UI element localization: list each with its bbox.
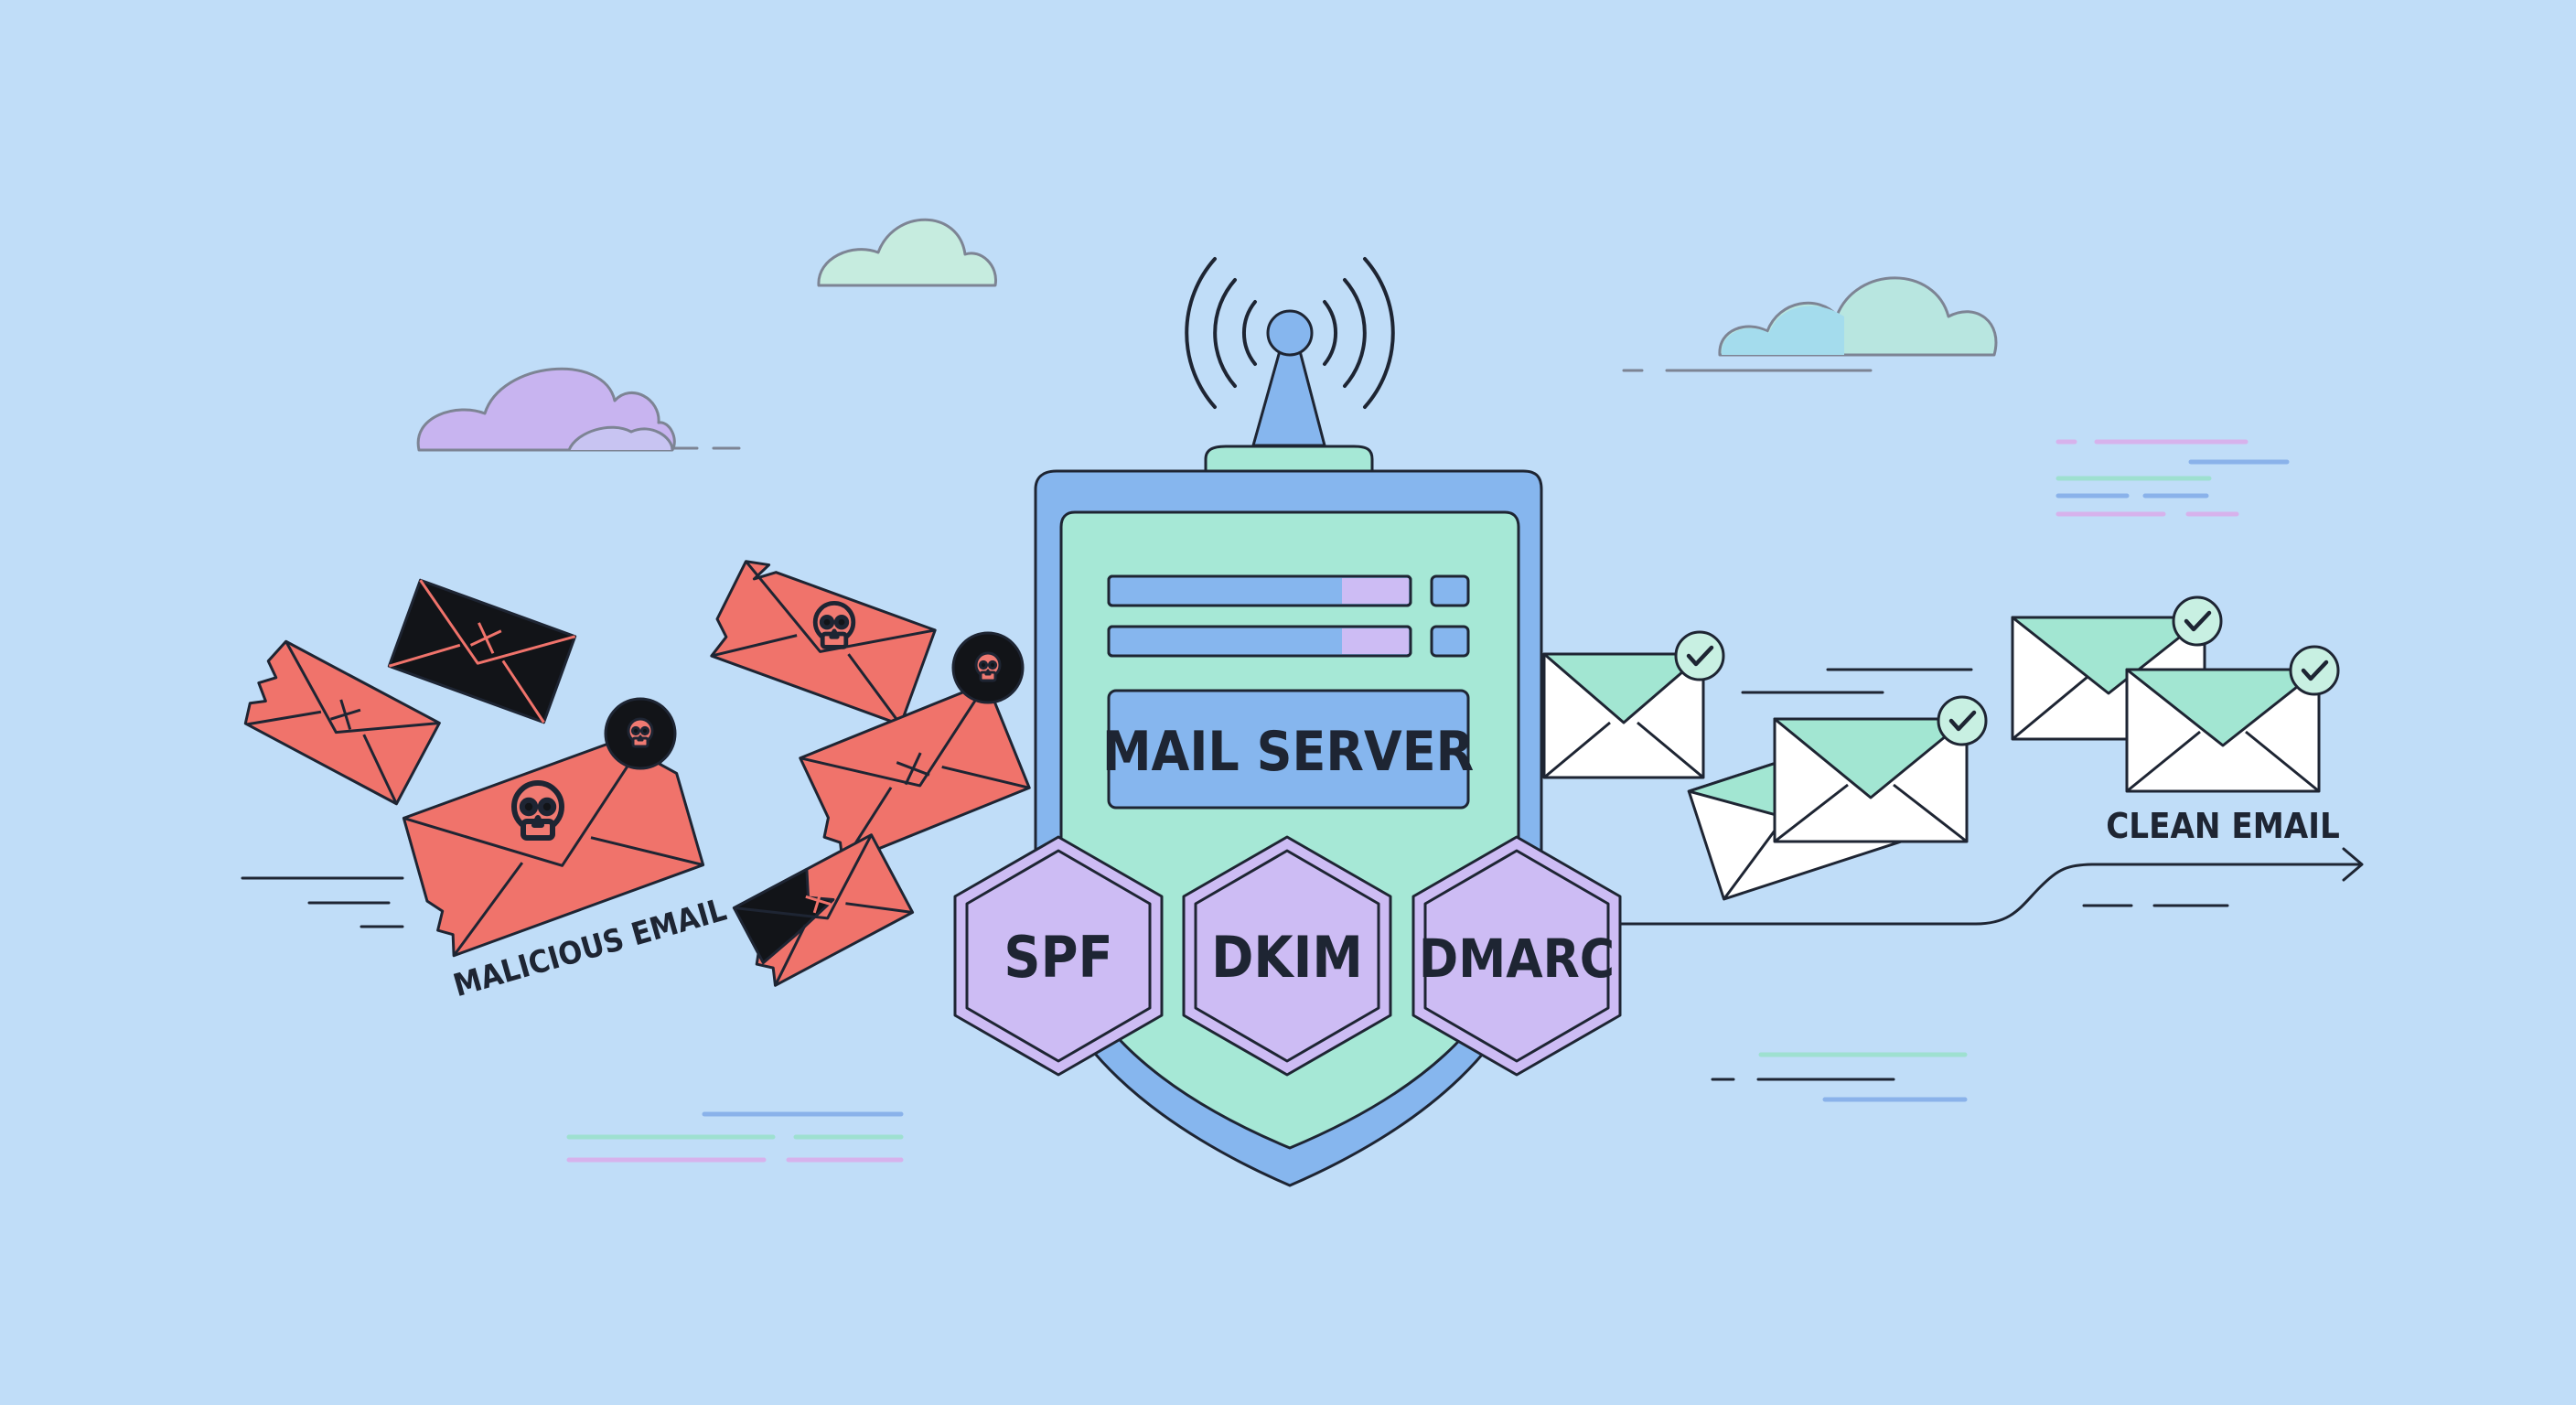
envelope-icon: [732, 833, 915, 987]
mail-server-title: MAIL SERVER: [1102, 720, 1474, 784]
cross-icon: [330, 699, 361, 730]
skull-icon: [953, 633, 1023, 702]
hexagon-spf: [953, 835, 1164, 1077]
cloud-icon: [817, 218, 997, 287]
background-decorations: [241, 218, 2290, 1163]
envelope-icon: [1773, 717, 1969, 843]
check-icon: [1676, 632, 1723, 680]
cloud-icon: [416, 367, 676, 452]
arrow-icon: [2342, 847, 2364, 882]
hexagon-dkim: [1182, 835, 1392, 1077]
protocol-label-spf: SPF: [1004, 924, 1112, 991]
cross-icon: [896, 752, 930, 786]
envelope-icon: [1542, 652, 1705, 779]
decorative-lines: [1758, 1052, 1968, 1102]
skull-icon: [606, 699, 675, 768]
check-icon: [2174, 597, 2221, 645]
hexagon-dmarc: [1411, 835, 1622, 1077]
antenna-icon: [1185, 257, 1395, 473]
check-icon: [2291, 647, 2338, 694]
skull-icon: [514, 783, 562, 838]
envelope-icon: [799, 681, 1031, 865]
clean-email-label: CLEAN EMAIL: [2106, 806, 2340, 846]
cloud-icon: [1718, 276, 1998, 357]
check-icon: [1938, 697, 1986, 745]
envelope-icon: [2125, 668, 2321, 793]
decorative-lines: [566, 1111, 904, 1163]
cross-icon: [805, 887, 832, 914]
envelope-icon: [243, 639, 441, 806]
decorative-lines: [2055, 439, 2290, 517]
clean-emails: [1542, 597, 2338, 901]
protocol-label-dkim: DKIM: [1211, 924, 1363, 991]
protocol-hexagons: [953, 835, 1622, 1077]
skull-icon: [815, 603, 853, 647]
protocol-label-dmarc: DMARC: [1419, 928, 1615, 990]
mail-server-title-box: [1107, 689, 1470, 810]
malicious-emails: [243, 560, 1031, 987]
envelope-icon: [402, 725, 705, 958]
envelope-icon: [387, 578, 577, 724]
cross-icon: [469, 622, 502, 654]
flow-arrow: [1617, 847, 2364, 926]
